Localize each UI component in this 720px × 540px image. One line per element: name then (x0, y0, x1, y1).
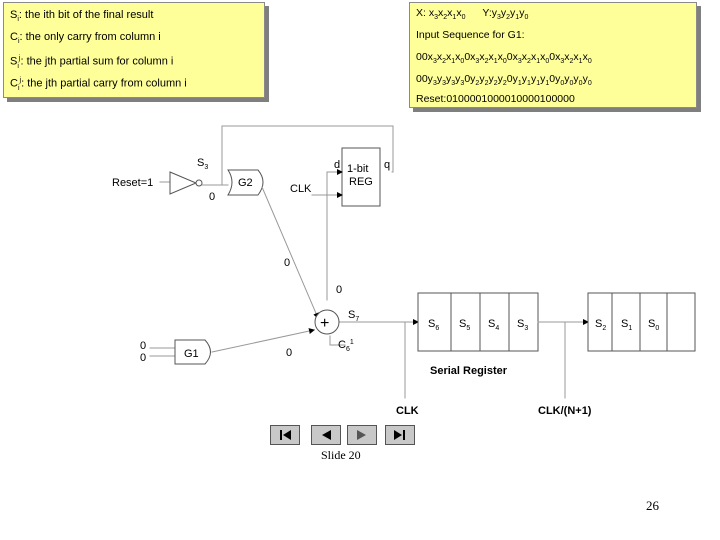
adder-c-label: C61 (338, 339, 354, 353)
adder-s-label: S7 (348, 309, 359, 323)
g1-input-1-label: 0 (140, 340, 146, 352)
not-gate (169, 171, 198, 195)
operand-line: X: x3x2x1x0 Y:y3y2y1y0 (416, 7, 529, 22)
sequence-x: 00x3x2x1x00x3x2x1x00x3x2x1x00x3x2x1x0 (416, 51, 592, 66)
prev-icon (322, 430, 331, 440)
legend-line-3: Sij: the jth partial sum for column i (10, 55, 174, 70)
not-bubble (195, 179, 203, 187)
output-register-box (587, 292, 696, 352)
g2-out-wire (261, 186, 319, 319)
clk-bottom-label: CLK (396, 405, 419, 417)
slide-label: Slide 20 (321, 448, 361, 462)
g1-out-wire (211, 328, 315, 353)
shift-cells: S6 S5 S4 S3 (428, 318, 528, 332)
s3-label: S3 (197, 157, 208, 171)
sequence-title: Input Sequence for G1: (416, 29, 525, 41)
adder-zero-label: 0 (336, 284, 342, 296)
serial-register-label: Serial Register (430, 365, 508, 377)
last-slide-button[interactable] (385, 425, 415, 445)
adder-sign: + (320, 315, 329, 332)
q-label: q (384, 159, 390, 171)
sequence-y: 00y3y3y3y30y2y2y2y20y1y1y1y10y0y0y0y0 (416, 73, 592, 88)
reg-box (341, 147, 381, 207)
next-slide-button[interactable] (347, 425, 377, 445)
register-cell-label: S5 (459, 318, 470, 332)
not-zero-label: 0 (209, 191, 215, 203)
register-cell-label: S3 (517, 318, 528, 332)
reset-label: Reset=1 (112, 177, 153, 189)
out-cells: S2 S1 S0 (595, 318, 659, 332)
register-cell-label: S2 (595, 318, 606, 332)
last-icon (394, 430, 405, 440)
clk-label: CLK (290, 183, 312, 195)
register-cell-label: S4 (488, 318, 499, 332)
legend-line-1: Si: the ith bit of the final result (10, 9, 154, 24)
first-slide-button[interactable] (270, 425, 300, 445)
reset-sequence: Reset:0100001000010000100000 (416, 93, 575, 105)
left-wire-zero: 0 (284, 257, 290, 269)
d-label: d (334, 159, 340, 171)
first-icon (280, 430, 291, 440)
g1-label: G1 (184, 348, 199, 360)
g1-out-zero: 0 (286, 347, 292, 359)
legend-right: X: x3x2x1x0 Y:y3y2y1y0 Input Sequence fo… (409, 2, 697, 108)
g2-gate (227, 169, 264, 196)
register-cell-label: S6 (428, 318, 439, 332)
next-icon (357, 430, 366, 440)
legend-line-2: Ci: the only carry from column i (10, 31, 161, 46)
reg-label-1: 1-bit (347, 163, 368, 175)
register-cell-label: S1 (621, 318, 632, 332)
legend-line-4: Cij: the jth partial carry from column i (10, 77, 187, 92)
g1-gate (174, 339, 211, 365)
g1-input-2-label: 0 (140, 352, 146, 364)
page-number: 26 (646, 498, 659, 513)
carry-loop (329, 335, 346, 346)
adder-circle (314, 309, 340, 335)
prev-slide-button[interactable] (311, 425, 341, 445)
g2-label: G2 (238, 177, 253, 189)
register-cell-label: S0 (648, 318, 659, 332)
clk-n1-label: CLK/(N+1) (538, 405, 592, 417)
reg-label-2: REG (349, 176, 373, 188)
legend-left: Si: the ith bit of the final result Ci: … (3, 2, 265, 98)
serial-register-box (417, 292, 539, 352)
